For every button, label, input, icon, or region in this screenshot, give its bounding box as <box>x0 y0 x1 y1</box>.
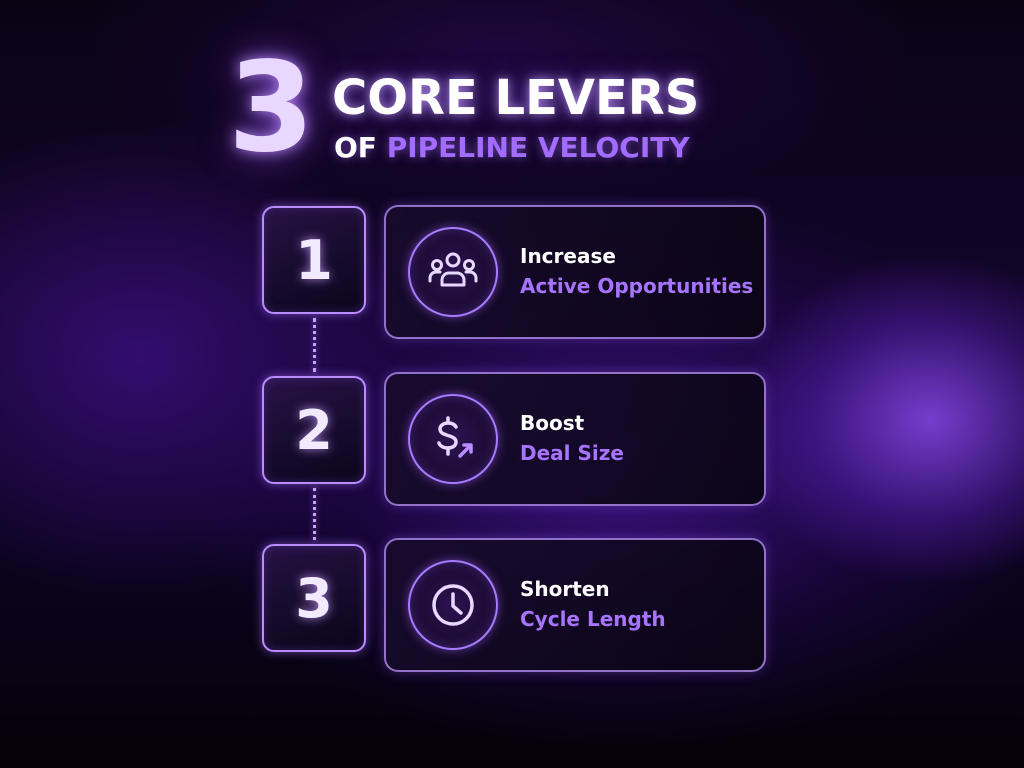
lever-card-3: Shorten Cycle Length <box>384 538 766 672</box>
connector-2-3 <box>313 488 316 540</box>
lever-number-2: 2 <box>295 398 333 462</box>
lever-target-3: Cycle Length <box>520 607 666 631</box>
dollar-growth-icon <box>408 394 498 484</box>
lever-number-box-1: 1 <box>262 206 366 314</box>
title-big-number: 3 <box>228 36 314 180</box>
lever-target-2: Deal Size <box>520 441 624 465</box>
title-subtitle: OF PIPELINE VELOCITY <box>334 130 690 166</box>
lever-target-1: Active Opportunities <box>520 274 754 298</box>
lever-action-1: Increase <box>520 244 616 268</box>
lever-number-box-2: 2 <box>262 376 366 484</box>
title-of: OF <box>334 131 377 164</box>
lever-action-3: Shorten <box>520 577 610 601</box>
people-group-icon <box>408 227 498 317</box>
lever-action-2: Boost <box>520 411 585 435</box>
title-core-levers: CORE LEVERS <box>332 70 700 126</box>
title-pipeline-velocity: PIPELINE VELOCITY <box>386 131 690 164</box>
connector-1-2 <box>313 318 316 372</box>
lever-number-3: 3 <box>295 566 333 630</box>
lever-card-2: Boost Deal Size <box>384 372 766 506</box>
clock-icon <box>408 560 498 650</box>
lever-number-box-3: 3 <box>262 544 366 652</box>
lever-card-1: Increase Active Opportunities <box>384 205 766 339</box>
lever-number-1: 1 <box>295 228 333 292</box>
